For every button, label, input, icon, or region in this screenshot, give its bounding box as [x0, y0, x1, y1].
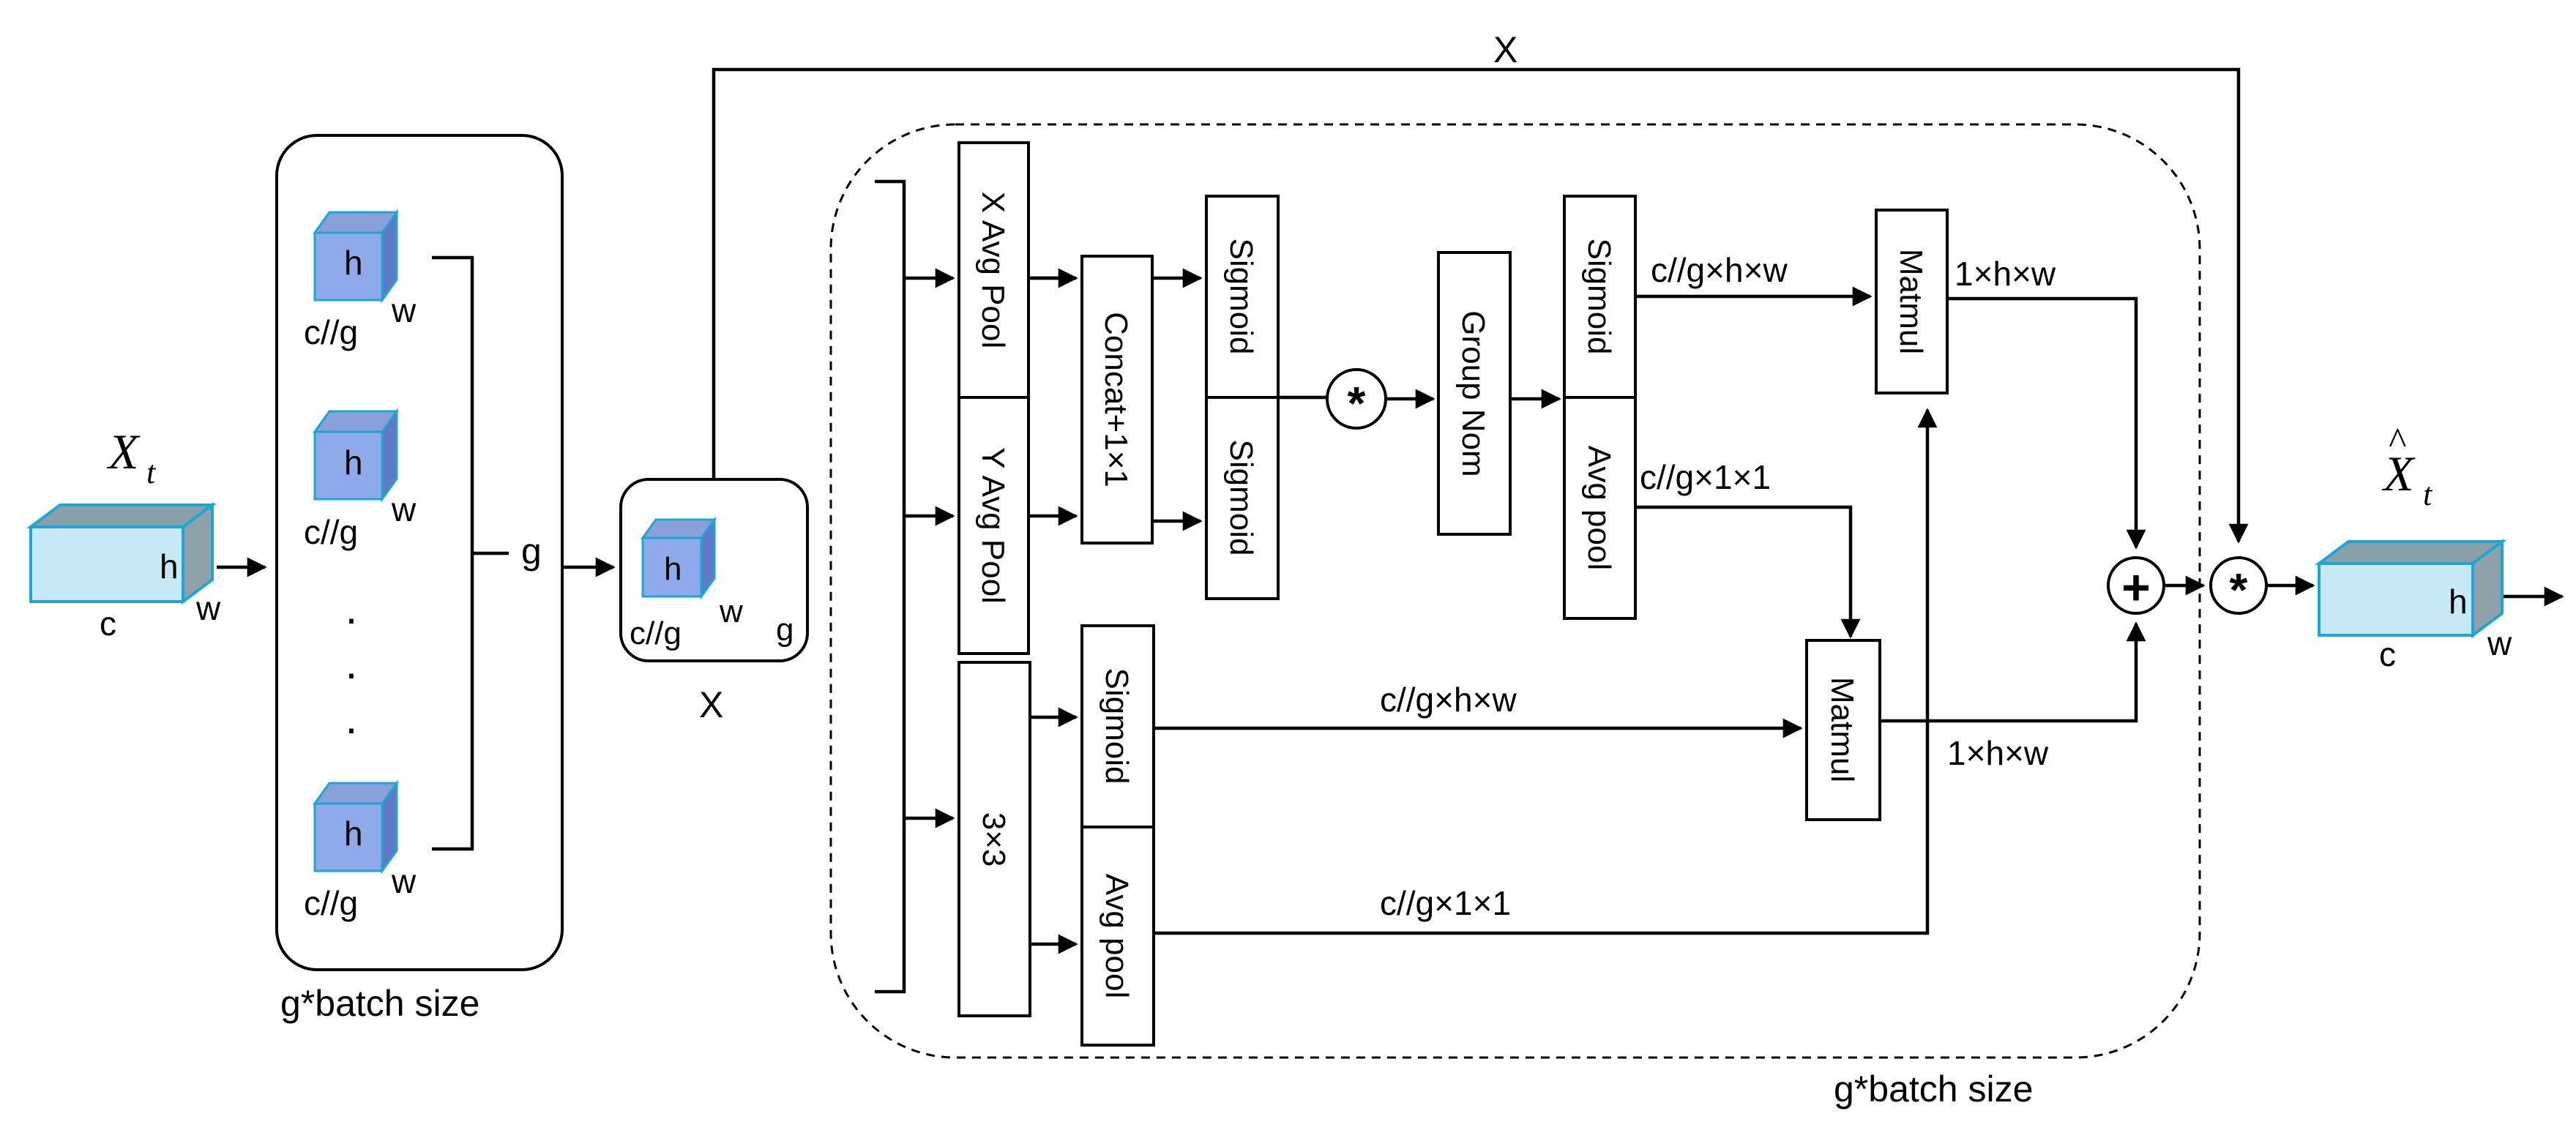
svg-text:+: +	[2121, 560, 2151, 615]
svg-text:w: w	[391, 490, 417, 528]
single-group: h w c//g g X	[619, 478, 809, 725]
svg-text:Matmul: Matmul	[1824, 677, 1860, 782]
sigmoid-block-c: Sigmoid	[1563, 195, 1637, 399]
edge-label-bot-chw: c//g×h×w	[1380, 681, 1517, 719]
x-avg-pool-block: X Avg Pool	[957, 141, 1030, 399]
group-count-label: g	[521, 531, 542, 572]
svg-text:Avg pool: Avg pool	[1581, 446, 1617, 570]
svg-text:Matmul: Matmul	[1893, 249, 1929, 354]
svg-text:Sigmoid: Sigmoid	[1223, 440, 1259, 556]
avg-pool-block-d: Avg pool	[1080, 826, 1155, 1047]
svg-text:*: *	[2230, 564, 2248, 616]
svg-text:w: w	[719, 594, 743, 629]
sigmoid-block-d: Sigmoid	[1080, 624, 1155, 828]
multiply-op: *	[1326, 368, 1387, 430]
output-title: X	[2381, 446, 2416, 501]
svg-text:h: h	[344, 815, 363, 853]
svg-text:h: h	[344, 444, 363, 482]
output-c-label: c	[2379, 635, 2396, 673]
input-w-label: w	[195, 589, 221, 627]
svg-text:Avg pool: Avg pool	[1099, 874, 1135, 998]
split-bracket	[875, 179, 906, 994]
input-c-label: c	[100, 605, 116, 643]
svg-text:Group Nom: Group Nom	[1455, 310, 1491, 476]
edge-label-top-chw: c//g×h×w	[1651, 251, 1788, 289]
svg-text:c//g: c//g	[630, 615, 682, 651]
groups-panel: h w c//g h w c//g · · · h w c//g g	[275, 134, 564, 1024]
matmul-bottom-block: Matmul	[1805, 639, 1881, 821]
svg-text:c//g: c//g	[304, 313, 358, 351]
edge-label-bot-hw: 1×h×w	[1947, 734, 2049, 772]
edge-label-bot-c11: c//g×1×1	[1380, 884, 1511, 922]
group-cube: h w c//g	[304, 408, 417, 551]
groups-caption: g*batch size	[280, 983, 479, 1024]
svg-text:Y Avg Pool: Y Avg Pool	[975, 447, 1011, 604]
svg-text:3×3: 3×3	[976, 812, 1012, 867]
dot: ·	[344, 703, 359, 752]
group-cube: h w c//g	[304, 779, 417, 922]
edge-label-mid-c11: c//g×1×1	[1640, 458, 1771, 496]
svg-text:c//g: c//g	[304, 513, 358, 551]
add-op: +	[2107, 556, 2165, 615]
output-title-sub: t	[2423, 476, 2433, 512]
group-cube: h w c//g	[304, 209, 417, 351]
edge-label-top-hw: 1×h×w	[1955, 255, 2056, 293]
svg-text:Concat+1×1: Concat+1×1	[1098, 312, 1134, 487]
skip-label: X	[1493, 29, 1517, 70]
output-tensor: X ^ t h w c	[2315, 421, 2512, 673]
input-h-label: h	[160, 547, 179, 585]
svg-text:X Avg Pool: X Avg Pool	[975, 192, 1011, 348]
group-norm-block: Group Nom	[1437, 251, 1512, 536]
group-brace	[432, 255, 474, 851]
module-border	[829, 123, 2201, 1059]
concat-block: Concat+1×1	[1080, 255, 1154, 545]
svg-text:c//g: c//g	[304, 884, 358, 922]
output-title-hat: ^	[2388, 421, 2406, 463]
avg-pool-block-c: Avg pool	[1563, 396, 1637, 620]
svg-text:h: h	[344, 244, 363, 282]
svg-text:Sigmoid: Sigmoid	[1581, 239, 1617, 355]
svg-text:w: w	[391, 862, 417, 900]
y-avg-pool-block: Y Avg Pool	[957, 396, 1030, 655]
single-caption: X	[699, 684, 723, 725]
sigmoid-block-a: Sigmoid	[1205, 195, 1280, 399]
input-tensor: X t h w c	[26, 424, 221, 643]
dot: ·	[344, 594, 359, 643]
module-caption: g*batch size	[1834, 1069, 2033, 1110]
skip-connection	[712, 67, 2249, 544]
multiply-out-op: *	[2209, 556, 2268, 616]
conv3x3-block: 3×3	[957, 661, 1031, 1017]
svg-text:Sigmoid: Sigmoid	[1223, 239, 1259, 355]
input-title-sub: t	[146, 454, 157, 490]
matmul-top-block: Matmul	[1875, 209, 1949, 394]
sigmoid-block-b: Sigmoid	[1205, 396, 1280, 600]
svg-text:g: g	[776, 612, 794, 648]
output-w-label: w	[2487, 624, 2512, 662]
svg-text:w: w	[391, 291, 417, 329]
output-h-label: h	[2449, 583, 2468, 621]
svg-text:*: *	[1348, 377, 1366, 430]
svg-text:Sigmoid: Sigmoid	[1099, 668, 1135, 785]
svg-text:h: h	[664, 551, 682, 587]
input-title: X	[106, 424, 141, 479]
dot: ·	[344, 648, 359, 697]
